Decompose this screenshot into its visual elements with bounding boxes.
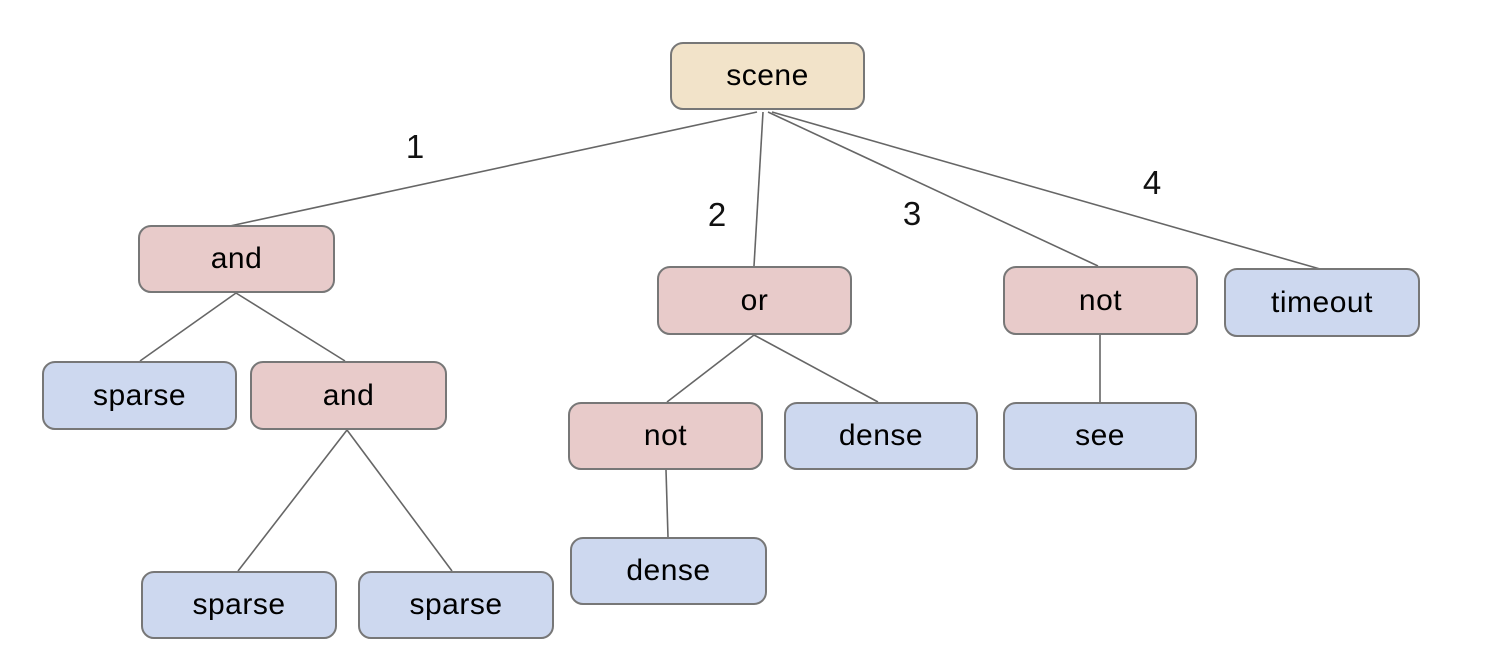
node-dense-1: dense — [784, 402, 978, 470]
edge-scene-and — [229, 111, 758, 227]
edge-or-dense — [753, 334, 879, 403]
edge-and-and — [235, 292, 346, 362]
edge-label-3: 3 — [902, 195, 922, 232]
edge-and-sparse — [139, 292, 237, 362]
edge-label-1: 1 — [405, 128, 425, 165]
edge-not-dense — [665, 469, 669, 538]
edge-scene-or — [753, 111, 764, 267]
node-not-1: not — [568, 402, 763, 470]
node-see: see — [1003, 402, 1197, 470]
node-not-2: not — [1003, 266, 1198, 335]
node-timeout: timeout — [1224, 268, 1420, 337]
edge-scene-timeout — [771, 111, 1321, 270]
node-sparse-3: sparse — [358, 571, 554, 639]
edge-and2-sparse3 — [346, 429, 453, 572]
node-dense-2: dense — [570, 537, 767, 605]
node-sparse-2: sparse — [141, 571, 337, 639]
node-and-1: and — [138, 225, 335, 293]
edge-and2-sparse2 — [237, 429, 348, 572]
edge-or-not — [666, 334, 755, 403]
edge-label-2: 2 — [707, 196, 727, 233]
edge-label-4: 4 — [1142, 164, 1162, 201]
node-and-2: and — [250, 361, 447, 430]
edge-scene-not — [767, 111, 1099, 267]
node-scene: scene — [670, 42, 865, 110]
node-or: or — [657, 266, 852, 335]
node-sparse-1: sparse — [42, 361, 237, 430]
